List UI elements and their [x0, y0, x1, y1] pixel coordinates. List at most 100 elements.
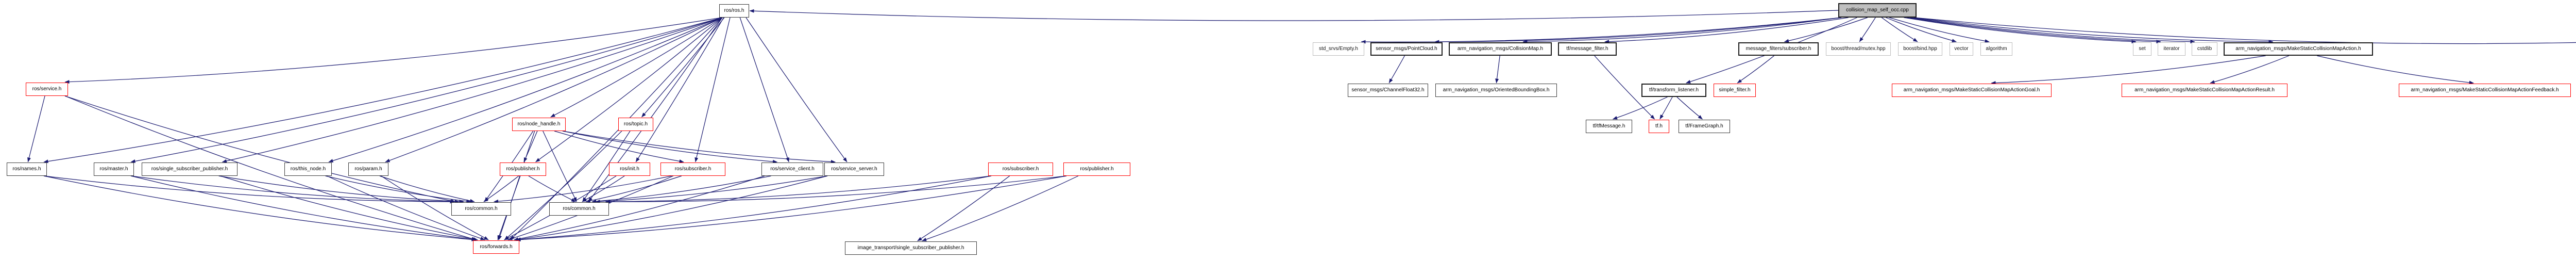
graph-node-sclient[interactable]: ros/service_client.h	[761, 163, 823, 176]
graph-node-thisnode[interactable]: ros/this_node.h	[284, 163, 332, 176]
graph-edge	[1388, 55, 1405, 84]
graph-edge	[43, 175, 477, 241]
graph-node-topic[interactable]: ros/topic.h	[618, 118, 653, 131]
graph-node-tf_h[interactable]: tf.h	[1649, 120, 1669, 133]
graph-node-label: simple_filter.h	[1719, 87, 1751, 93]
graph-edge	[504, 131, 622, 240]
graph-node-bind: boost/bind.hpp	[1898, 42, 1942, 56]
graph-node-label: tf.h	[1655, 123, 1663, 129]
graph-node-label: vector	[1954, 46, 1969, 52]
graph-node-init[interactable]: ros/init.h	[609, 163, 650, 176]
graph-edge	[483, 175, 519, 202]
graph-node-pointcloud[interactable]: sensor_msgs/PointCloud.h	[1370, 42, 1443, 56]
graph-edge	[635, 17, 724, 163]
graph-node-label: ros/service_server.h	[831, 166, 877, 172]
graph-node-label: boost/thread/mutex.hpp	[1831, 46, 1886, 52]
graph-edge	[498, 131, 535, 240]
graph-edge	[1904, 17, 2137, 44]
graph-edge	[1889, 17, 1990, 43]
graph-edge	[27, 95, 45, 163]
graph-node-sserver[interactable]: ros/service_server.h	[824, 163, 884, 176]
graph-edge	[1907, 17, 2161, 44]
graph-node-pub1[interactable]: ros/publisher.h	[500, 163, 546, 176]
graph-edge	[922, 175, 1079, 241]
graph-node-vector: vector	[1950, 42, 1973, 56]
graph-node-result[interactable]: arm_navigation_msgs/MakeStaticCollisionM…	[2122, 84, 2287, 97]
graph-node-sub1[interactable]: ros/subscriber.h	[660, 163, 725, 176]
graph-edge	[535, 17, 723, 163]
graph-edge	[591, 175, 771, 203]
graph-node-label: arm_navigation_msgs/OrientedBoundingBox.…	[1443, 87, 1550, 93]
graph-node-service[interactable]: ros/service.h	[26, 83, 68, 96]
graph-node-label: ros/node_handle.h	[517, 121, 561, 127]
graph-node-mutex: boost/thread/mutex.hpp	[1826, 42, 1891, 56]
graph-node-obb[interactable]: arm_navigation_msgs/OrientedBoundingBox.…	[1435, 84, 1557, 97]
graph-node-label: arm_navigation_msgs/MakeStaticCollisionM…	[2235, 46, 2361, 52]
graph-node-names[interactable]: ros/names.h	[7, 163, 47, 176]
graph-node-ros_h[interactable]: ros/ros.h	[719, 4, 749, 18]
graph-node-tfmessage[interactable]: tf/tfMessage.h	[1586, 120, 1632, 133]
graph-node-label: iterator	[2163, 46, 2180, 52]
graph-edge	[130, 175, 477, 241]
graph-edge	[2317, 55, 2474, 85]
graph-edge	[64, 95, 455, 203]
graph-node-iterator: iterator	[2158, 42, 2185, 56]
graph-node-label: ros/param.h	[354, 166, 382, 172]
graph-node-nodehandle[interactable]: ros/node_handle.h	[512, 118, 566, 131]
graph-node-label: tf/FrameGraph.h	[1685, 123, 1723, 129]
graph-node-makeaction[interactable]: arm_navigation_msgs/MakeStaticCollisionM…	[2224, 42, 2373, 56]
graph-node-common1[interactable]: ros/common.h	[451, 202, 511, 216]
graph-node-master[interactable]: ros/master.h	[94, 163, 134, 176]
graph-edge	[1361, 17, 1842, 44]
graph-node-goal[interactable]: arm_navigation_msgs/MakeStaticCollisionM…	[1892, 84, 2052, 97]
graph-node-label: tf/tfMessage.h	[1592, 123, 1625, 129]
graph-edge	[1859, 17, 1876, 42]
graph-edge	[745, 17, 848, 163]
graph-node-label: ros/ros.h	[724, 8, 744, 13]
graph-edge	[222, 17, 723, 163]
graph-node-collisionmap[interactable]: arm_navigation_msgs/CollisionMap.h	[1449, 42, 1552, 56]
graph-node-tlistener[interactable]: tf/transform_listener.h	[1641, 84, 1706, 97]
graph-edge	[550, 17, 723, 118]
graph-edge	[328, 17, 723, 163]
graph-edge	[130, 17, 723, 163]
graph-node-algorithm: algorithm	[1980, 42, 2012, 56]
graph-node-simplefilter[interactable]: simple_filter.h	[1714, 84, 1756, 97]
graph-node-common2[interactable]: ros/common.h	[549, 202, 609, 216]
graph-node-label: sensor_msgs/PointCloud.h	[1376, 46, 1437, 52]
graph-edge	[1881, 17, 1918, 42]
graph-node-label: ros/publisher.h	[506, 166, 540, 172]
graph-node-label: ros/common.h	[563, 206, 596, 212]
graph-node-pub2[interactable]: ros/publisher.h	[1063, 163, 1130, 176]
graph-edge	[605, 175, 992, 204]
graph-edge	[562, 131, 777, 164]
graph-edge	[494, 175, 672, 203]
graph-node-ssp[interactable]: ros/single_subscriber_publisher.h	[142, 163, 238, 176]
graph-node-label: ros/names.h	[12, 166, 41, 172]
graph-node-label: ros/service_client.h	[770, 166, 815, 172]
graph-edge	[749, 9, 1839, 21]
graph-node-cpp[interactable]: collision_map_self_occ.cpp	[1838, 3, 1917, 18]
graph-node-label: image_transport/single_subscriber_publis…	[857, 245, 964, 251]
graph-edge	[1886, 17, 1957, 43]
graph-node-channelfloat[interactable]: sensor_msgs/ChannelFloat32.h	[1348, 84, 1428, 97]
graph-node-feedback[interactable]: arm_navigation_msgs/MakeStaticCollisionM…	[2399, 84, 2571, 97]
graph-node-forwards[interactable]: ros/forwards.h	[473, 240, 519, 254]
graph-node-label: ros/init.h	[620, 166, 639, 172]
graph-edge	[528, 175, 576, 202]
graph-node-imgssp[interactable]: image_transport/single_subscriber_publis…	[845, 241, 977, 255]
graph-edge	[1913, 17, 2274, 44]
graph-edge	[917, 175, 1010, 241]
graph-node-label: ros/this_node.h	[290, 166, 326, 172]
graph-node-empty: std_srvs/Empty.h	[1313, 42, 1364, 56]
graph-node-framegraph[interactable]: tf/FrameGraph.h	[1679, 120, 1730, 133]
graph-edge	[1522, 17, 1842, 44]
graph-node-mfsub[interactable]: message_filters/subscriber.h	[1738, 42, 1819, 56]
graph-node-sub2[interactable]: ros/subscriber.h	[988, 163, 1053, 176]
graph-node-msgfilter[interactable]: tf/message_filter.h	[1558, 42, 1617, 56]
graph-node-param[interactable]: ros/param.h	[348, 163, 388, 176]
graph-node-label: tf/transform_listener.h	[1649, 87, 1699, 93]
graph-node-label: arm_navigation_msgs/MakeStaticCollisionM…	[1903, 87, 2040, 93]
